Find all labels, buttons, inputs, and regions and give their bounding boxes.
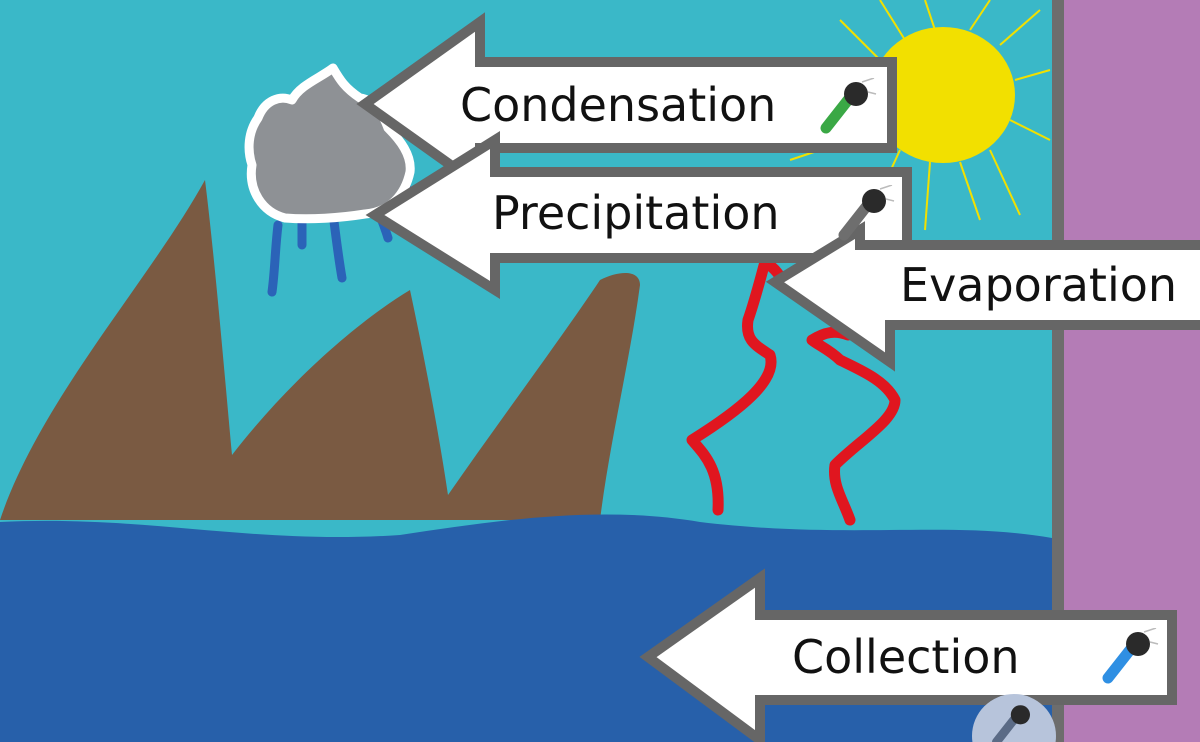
arrow-collection [639,568,1177,742]
precipitation-mic-button[interactable] [836,184,896,245]
condensation-mic-button[interactable] [818,77,878,138]
collection-mic-button[interactable] [1100,627,1160,688]
mountains [0,180,640,520]
label-collection: Collection [792,630,1020,684]
label-condensation: Condensation [460,78,777,132]
arrow-evaporation [765,221,1200,372]
sun-icon [871,27,1015,163]
panel-divider [1052,0,1064,742]
microphone-icon [838,184,895,241]
microphone-icon [820,77,877,134]
label-precipitation: Precipitation [492,186,780,240]
label-evaporation: Evaporation [900,258,1178,312]
microphone-icon [992,705,1030,742]
microphone-icon [1102,627,1159,684]
